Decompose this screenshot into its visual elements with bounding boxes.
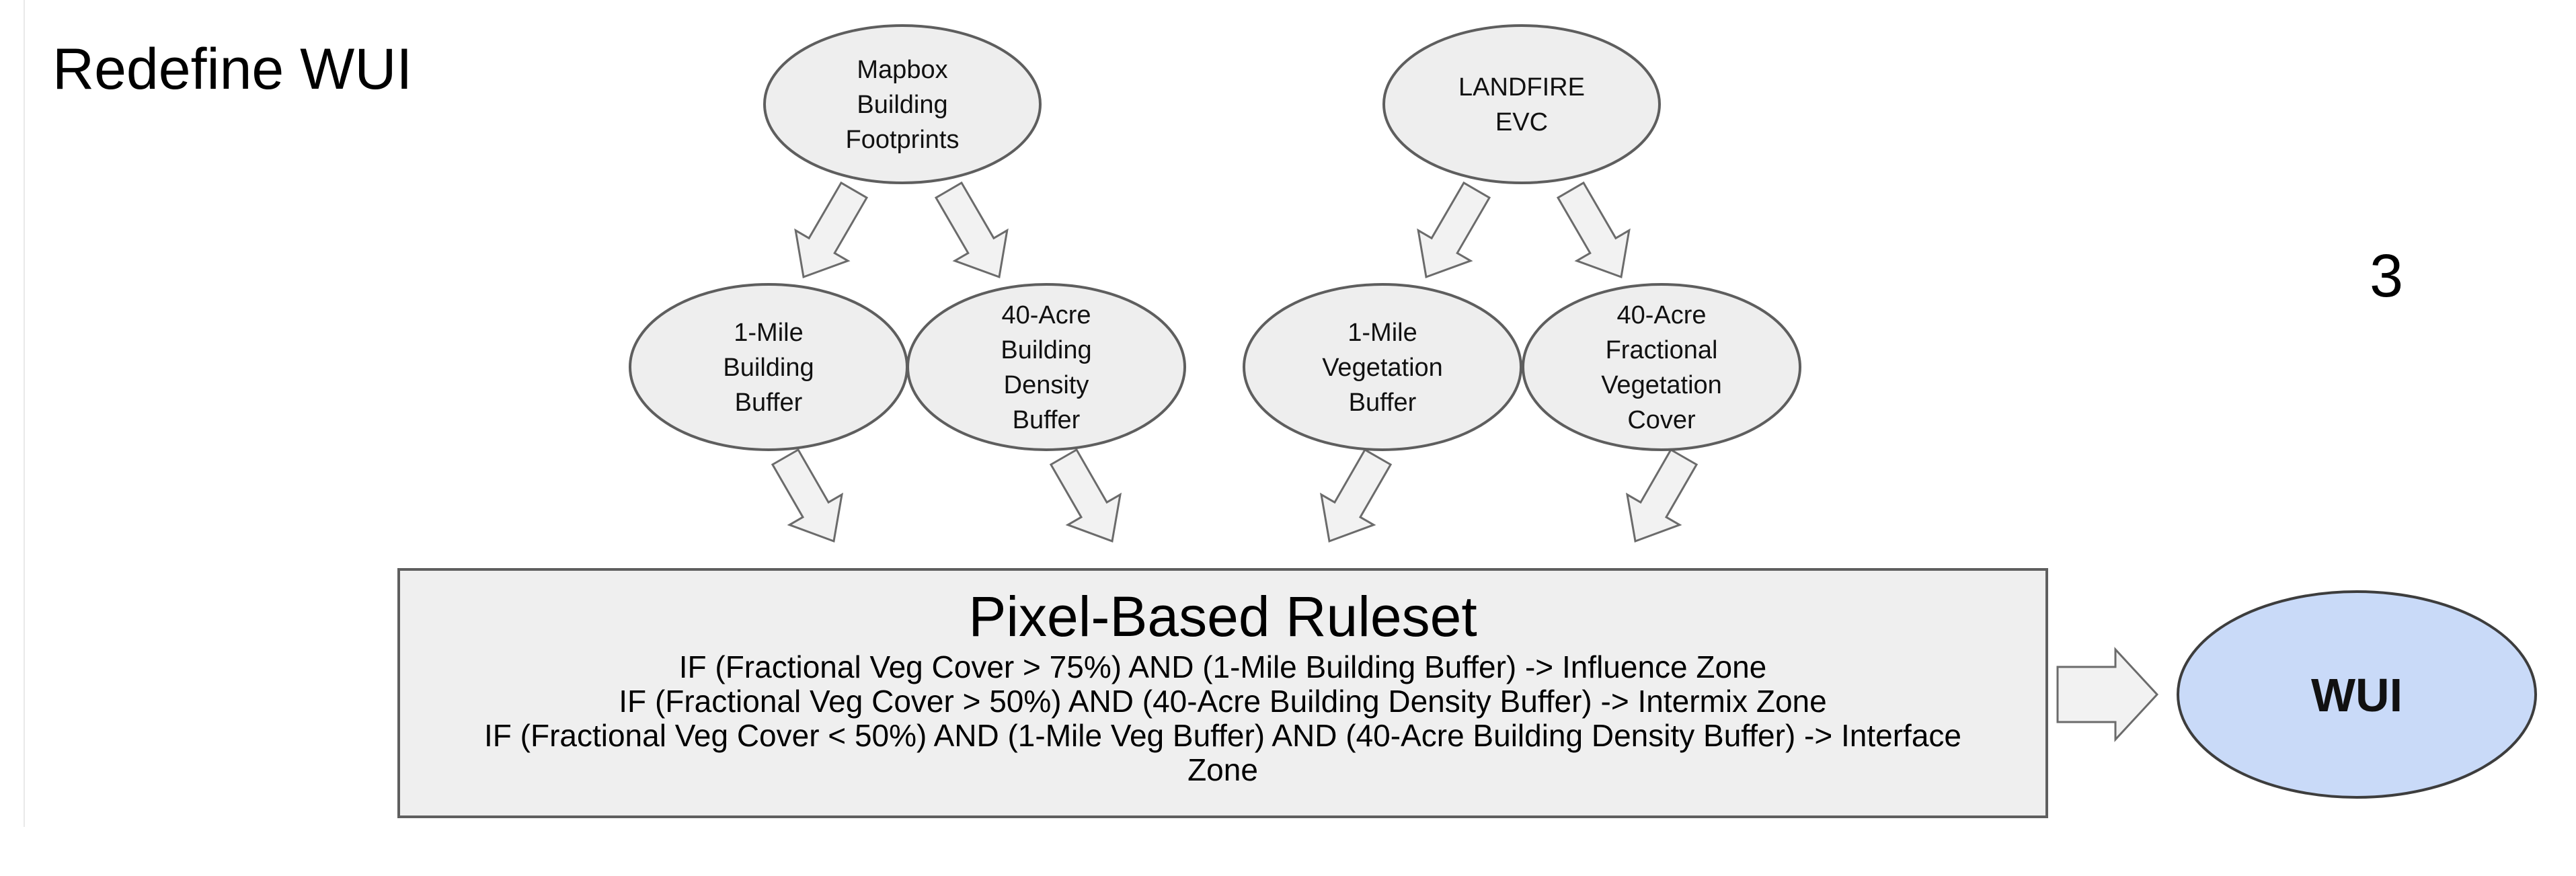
slide-page-number: 3	[2370, 243, 2404, 310]
derived-node-2-label-line: 40-Acre	[1001, 301, 1091, 329]
ruleset-rule-3: IF (Fractional Veg Cover < 50%) AND (1-M…	[484, 718, 1961, 753]
output-node: WUI	[2177, 590, 2537, 799]
ruleset-rule-1: IF (Fractional Veg Cover > 75%) AND (1-M…	[678, 649, 1767, 684]
derived-node-1-label-line: 1-Mile	[734, 319, 803, 347]
derived-node-3-label-line: Vegetation	[1322, 354, 1443, 382]
source-node-landfire-shape	[1382, 24, 1661, 184]
derived-node-4-shape	[1522, 283, 1801, 451]
ruleset-rule-2: IF (Fractional Veg Cover > 50%) AND (40-…	[619, 684, 1827, 719]
arrow-landfire-to-derived-4	[1556, 181, 1631, 279]
output-node-label: WUI	[2311, 669, 2403, 721]
derived-node-3-label-line: 1-Mile	[1348, 319, 1417, 347]
derived-node-2-label-line: Building	[1001, 336, 1091, 364]
source-node-mapbox-label-line: Building	[857, 91, 947, 119]
derived-node-4-label-line: Vegetation	[1601, 371, 1722, 399]
slide-title: Redefine WUI	[52, 37, 413, 102]
arrow-derived-4-to-ruleset	[1625, 448, 1699, 543]
arrow-derived-2-to-ruleset	[1049, 448, 1122, 543]
node-layer: MapboxBuildingFootprintsLANDFIREEVC1-Mil…	[629, 24, 1801, 451]
arrow-mapbox-to-derived-2	[934, 181, 1009, 279]
output-node-shape	[2177, 590, 2537, 799]
arrow-mapbox-to-derived-1	[794, 181, 869, 279]
arrow-ruleset-to-wui	[2056, 647, 2159, 742]
derived-node-4-label-line: 40-Acre	[1616, 301, 1706, 329]
derived-node-3-shape	[1243, 283, 1522, 451]
arrow-landfire-to-derived-3	[1417, 181, 1491, 279]
ruleset-title: Pixel-Based Ruleset	[968, 585, 1477, 648]
source-node-mapbox-shape	[763, 24, 1042, 184]
derived-node-2-label-line: Buffer	[1013, 406, 1081, 434]
slide-left-border	[24, 0, 25, 827]
derived-node-4-label-line: Cover	[1627, 406, 1696, 434]
derived-node-3-label-line: Buffer	[1349, 389, 1417, 417]
arrow-layer	[771, 181, 2159, 742]
derived-node-1-label-line: Buffer	[735, 389, 803, 417]
derived-node-2-label-line: Density	[1004, 371, 1089, 399]
source-node-landfire: LANDFIRE EVC	[1382, 24, 1661, 184]
source-node-mapbox-label-line: Mapbox	[857, 56, 947, 84]
source-node-mapbox-label-line: Footprints	[846, 126, 960, 154]
derived-node-4-label-line: Fractional	[1606, 336, 1718, 364]
ruleset-box: Pixel-Based Ruleset IF (Fractional Veg C…	[397, 568, 2048, 818]
ruleset-rule-3-continued: Zone	[1187, 752, 1258, 787]
arrow-derived-3-to-ruleset	[1319, 448, 1393, 543]
derived-node-1-label-line: Building	[723, 354, 814, 382]
derived-node-2-shape	[906, 283, 1186, 451]
source-node-landfire-label-line: LANDFIRE	[1458, 73, 1585, 102]
arrow-derived-1-to-ruleset	[771, 448, 844, 543]
source-node-landfire-label-line: EVC	[1495, 108, 1548, 136]
